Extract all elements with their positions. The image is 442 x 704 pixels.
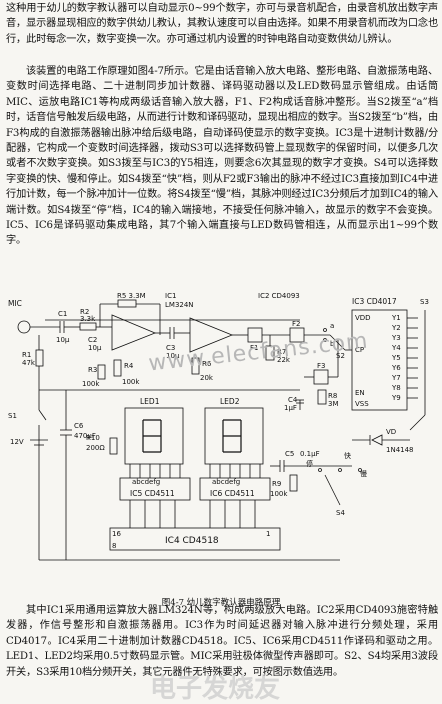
c5-value: 0.1μF xyxy=(300,450,320,458)
intro-paragraph: 这种用于幼儿的数字教认器可以自动显示0~99个数字，亦可与录音机配合，由录音机放… xyxy=(6,3,438,45)
s4-fast: 快 xyxy=(344,451,351,460)
components-paragraph: 其中IC1采用通用运算放大器LM324N等，构成两级放大电路。IC2采用CD40… xyxy=(6,605,438,678)
ic3-y8: Y8 xyxy=(391,384,401,392)
ic3-y4: Y4 xyxy=(391,344,401,352)
r8-label: R8 xyxy=(328,392,337,400)
c1-value: 10μ xyxy=(56,336,70,344)
ic3-y5: Y5 xyxy=(391,354,401,362)
s2-b-label: b xyxy=(330,340,335,348)
ic5-label: IC5 CD4511 xyxy=(130,489,175,498)
ic1-label: IC1 xyxy=(165,292,176,300)
c5-label: C5 xyxy=(285,450,294,458)
ic3-y3: Y3 xyxy=(391,334,401,342)
ic6-seg: abcdefg xyxy=(212,478,240,486)
led2-label: LED2 xyxy=(220,397,240,406)
f2-label: F2 xyxy=(292,320,300,328)
ic5-seg: abcdefg xyxy=(132,478,160,486)
c6-value: 470μF xyxy=(74,432,96,440)
c3-value: 10μ xyxy=(166,352,180,360)
s4-slow: 慢 xyxy=(360,469,367,478)
ic4-pin16: 16 xyxy=(112,530,121,538)
r10-value: 200Ω xyxy=(86,444,105,452)
s2-a-label: a xyxy=(330,322,334,330)
r3-label: R3 xyxy=(88,366,97,374)
r4-label: R4 xyxy=(124,362,134,370)
r4-value: 100k xyxy=(122,378,140,386)
ic3-vdd: VDD xyxy=(355,314,371,322)
ic3-y9: Y9 xyxy=(391,394,401,402)
c6-label: C6 xyxy=(74,422,84,430)
ic3-y7: Y7 xyxy=(391,374,401,382)
r3-value: 100k xyxy=(82,380,100,388)
ic1-part: LM324N xyxy=(165,301,194,309)
c2-label: C2 xyxy=(88,336,97,344)
circuit-schematic: MIC R5 3.3M C1 10μ R2 3.3k C2 10μ R1 47k… xyxy=(8,292,429,561)
watermark-logo: 电子发烧友 xyxy=(150,674,281,704)
ic3-label: IC3 CD4017 xyxy=(352,297,397,306)
c4-value: 1μF xyxy=(284,404,297,412)
r7-label: R7 xyxy=(277,348,286,356)
r7-value: 22k xyxy=(277,356,291,364)
ic3-vss: VSS xyxy=(355,400,369,408)
r8-value: 3M xyxy=(328,400,339,408)
f3-label: F3 xyxy=(317,362,325,370)
ic2-label: IC2 CD4093 xyxy=(258,292,300,300)
s1-label: S1 xyxy=(8,412,17,420)
ic4-pin8: 8 xyxy=(112,542,116,550)
s3-label: S3 xyxy=(420,298,429,306)
r2-label: R2 xyxy=(80,308,89,316)
r6-value: 20k xyxy=(200,374,214,382)
r5-label: R5 3.3M xyxy=(117,292,146,300)
ic3-y2: Y2 xyxy=(391,324,401,332)
c1-label: C1 xyxy=(58,310,67,318)
ic3-cp: CP xyxy=(355,346,364,354)
r2-value: 3.3k xyxy=(80,315,96,323)
c4-label: C4 xyxy=(288,396,298,404)
f1-label: F1 xyxy=(250,344,258,352)
s2-label: S2 xyxy=(336,352,345,360)
ic4-pin1: 1 xyxy=(266,530,270,538)
r9-value: 100k xyxy=(270,490,288,498)
principle-paragraph: 该装置的电路工作原理如图4-7所示。它是由话音输入放大电路、整形电路、自激振荡电… xyxy=(6,66,438,247)
mic-label: MIC xyxy=(8,299,22,308)
c3-label: C3 xyxy=(166,344,175,352)
r9-label: R9 xyxy=(272,480,281,488)
ic3-en: EN xyxy=(355,389,365,397)
r6-label: R6 xyxy=(202,360,212,368)
ic4-label: IC4 CD4518 xyxy=(165,536,219,546)
ic3-y1: Y1 xyxy=(391,314,401,322)
s4-stop: 停 xyxy=(306,459,313,468)
led1-label: LED1 xyxy=(140,397,160,406)
c2-value: 10μ xyxy=(88,344,102,352)
ic3-y6: Y6 xyxy=(391,364,401,372)
r1-value: 47k xyxy=(22,359,36,367)
vd-value: 1N4148 xyxy=(386,446,414,454)
figure-caption: 图4-7 幼儿数字教认器电路原理 xyxy=(161,598,281,608)
r1-label: R1 xyxy=(22,351,31,359)
vd-label: VD xyxy=(386,428,396,436)
r10-label: R10 xyxy=(86,434,100,442)
s4-label: S4 xyxy=(336,509,345,517)
battery-label: 12V xyxy=(10,438,24,446)
ic6-label: IC6 CD4511 xyxy=(210,489,255,498)
